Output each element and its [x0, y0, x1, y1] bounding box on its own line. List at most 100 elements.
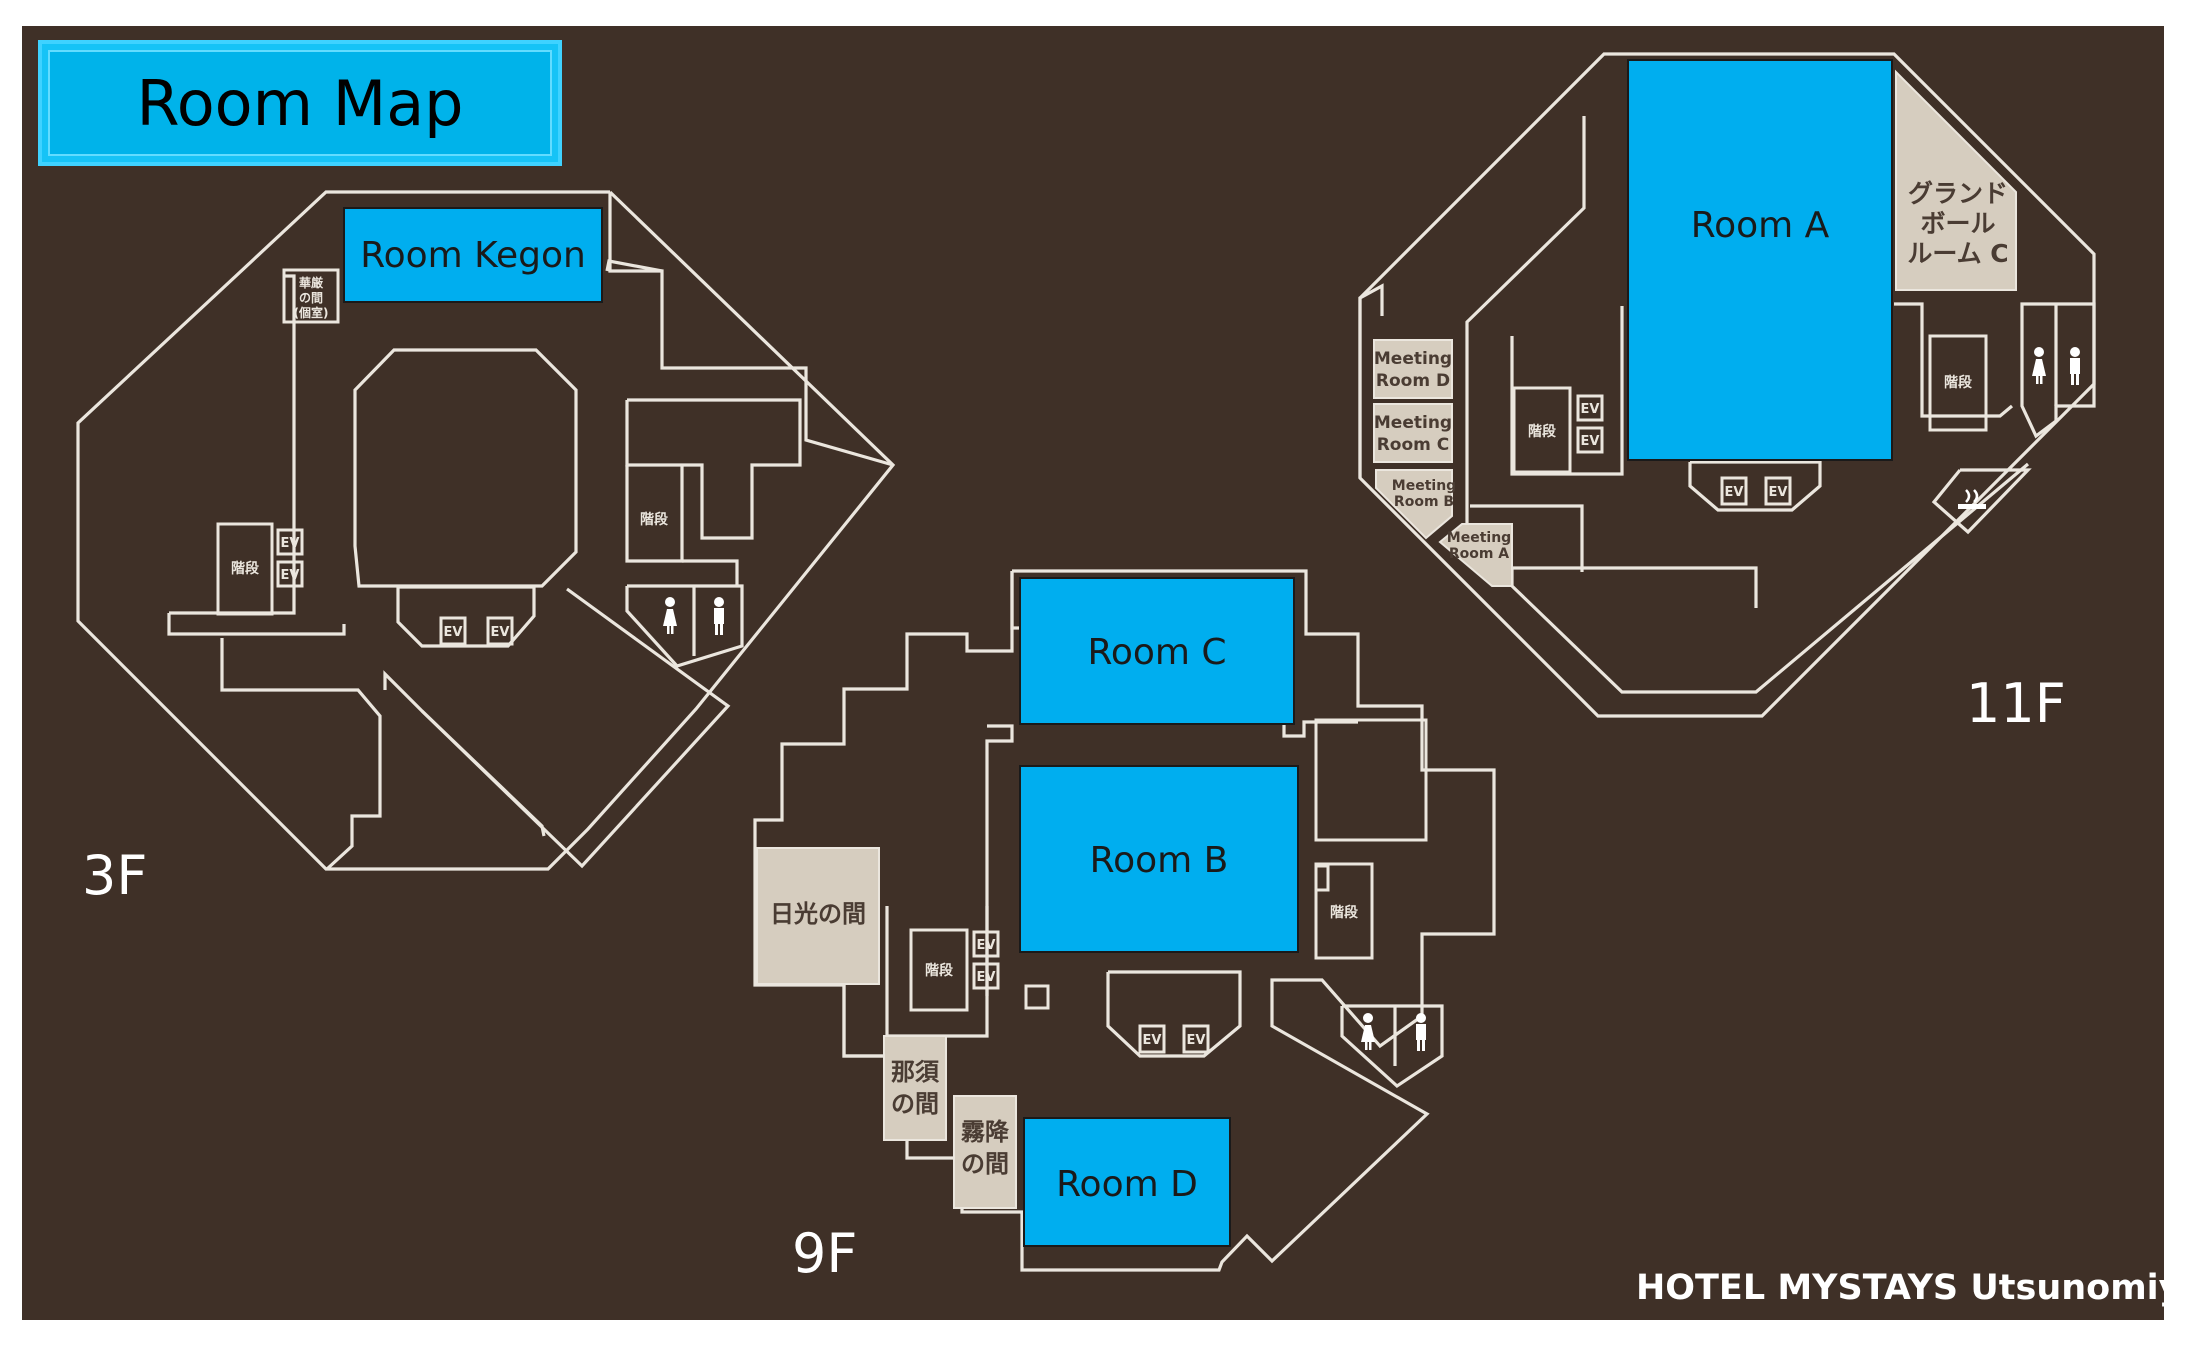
floor-3f-ev-lobby: [396, 585, 536, 648]
floor-9f: 階段 EV EV 階段 EV: [753, 569, 1496, 1285]
floor-3f: EV EV 階段 EV EV 階段 華厳 の間 (個室): [76, 190, 896, 907]
room-kegon-label: Room Kegon: [360, 235, 586, 276]
floor-3f-lower-room: [220, 638, 382, 871]
floor-3f-upper-corridor: [605, 259, 663, 273]
floor-3f-ev-lobby-1: [439, 616, 467, 646]
floor-11f-ev-lobby-2: [1764, 476, 1792, 506]
floor-9f-ev-label: EV: [1143, 1033, 1162, 1048]
floor-11f-stairs-center: [1512, 386, 1572, 474]
floor-3f-outline: [76, 190, 896, 871]
floor-3f-right-block: [625, 398, 802, 540]
floor-plans: EV EV 階段 EV EV 階段 華厳 の間 (個室): [76, 52, 2096, 1285]
floor-11f-ev-center-2: [1576, 426, 1604, 454]
floor-11f-outline: [1358, 52, 2096, 718]
floor-3f-ev-label: EV: [444, 625, 463, 640]
room-meeting-a[interactable]: [1438, 523, 1513, 587]
room-nasu-label: の間: [891, 1090, 939, 1118]
floor-11f-inner-left: [1358, 283, 1384, 478]
floor-9f-restrooms: [1340, 1004, 1444, 1089]
floor-3f-lower-corridor: [167, 613, 346, 636]
floor-11f-ev-lobby: [1688, 460, 1822, 512]
floor-3f-private-room-label: の間: [299, 291, 323, 305]
room-nasu[interactable]: [883, 1035, 947, 1141]
room-kirifuri-label: の間: [961, 1150, 1009, 1178]
floor-3f-ev-left-2: [276, 560, 304, 588]
room-c-label: Room C: [1087, 632, 1226, 673]
room-b-label: Room B: [1090, 840, 1229, 881]
floor-11f-stairs-right: [1928, 334, 1988, 432]
floor-3f-stairs-label: 階段: [640, 511, 668, 528]
room-meeting-b[interactable]: [1375, 469, 1453, 540]
floor-3f-restrooms: [625, 584, 744, 668]
floor-9f-inner-top: [1010, 571, 1358, 738]
floor-3f-hall: [353, 348, 578, 588]
room-nikko-label: 日光の間: [770, 900, 866, 928]
room-grand-ballroom-c-label: グランド: [1908, 179, 2008, 208]
room-a[interactable]: [1627, 59, 1893, 461]
room-kegon[interactable]: [343, 207, 603, 303]
floor-9f-outline: [753, 569, 1496, 1272]
map-board: EV EV 階段 EV EV 階段 華厳 の間 (個室): [22, 26, 2164, 1320]
room-d[interactable]: [1023, 1117, 1231, 1247]
room-meeting-a-label: Room A: [1449, 546, 1509, 562]
floor-3f-ev-label: EV: [491, 625, 510, 640]
floor-11f-stairs-label: 階段: [1528, 423, 1556, 440]
floor-3f-private-room-label: 華厳: [299, 275, 324, 290]
hotel-brand-label: HOTEL MYSTAYS Utsunomiya: [1636, 1268, 2185, 1308]
female-restroom-icon: [2032, 347, 2046, 384]
room-meeting-d[interactable]: [1373, 339, 1453, 399]
floor-9f-stairs-left: [909, 928, 969, 1012]
floor-9f-ev-left-1: [972, 930, 1000, 958]
floor-9f-right-room: [1314, 718, 1428, 842]
floor-11f-stairs-label: 階段: [1944, 374, 1972, 391]
male-restroom-icon: [714, 597, 724, 635]
floor-11f-ev-center-1: [1576, 394, 1604, 422]
floor-3f-private-room-label: (個室): [294, 305, 329, 320]
floor-11f-ev-label: EV: [1581, 434, 1600, 449]
female-restroom-icon: [663, 597, 677, 634]
floor-11f-ev-label: EV: [1725, 485, 1744, 500]
floor-11f-restrooms: [2020, 302, 2096, 439]
map-title-banner: Room Map: [38, 40, 562, 166]
room-b[interactable]: [1019, 765, 1299, 953]
room-grand-ballroom-c-label: ルーム C: [1907, 239, 2008, 268]
room-meeting-d-label: Room D: [1376, 371, 1450, 391]
floor-9f-stairs-right: [1314, 862, 1374, 960]
floor-11f-corridor: [1470, 504, 1584, 572]
floor-11f: グランド ボール ルーム C 階段: [1358, 52, 2096, 735]
floor-9f-ev-label: EV: [1187, 1033, 1206, 1048]
floor-9f-ev-lobby-1: [1138, 1024, 1166, 1054]
floor-3f-ev-lobby-2: [486, 616, 514, 646]
room-meeting-c-label: Room C: [1377, 435, 1450, 455]
floor-3f-private-room: [282, 268, 340, 324]
floor-9f-door-right: [1314, 864, 1330, 892]
male-restroom-icon: [2070, 347, 2080, 385]
room-c[interactable]: [1019, 577, 1295, 725]
room-grand-ballroom-c[interactable]: [1895, 69, 2017, 291]
floor-11f-right-block: [1894, 302, 2014, 418]
floor-9f-inner-left: [985, 724, 1014, 996]
room-meeting-d-label: Meeting: [1374, 349, 1452, 369]
floor-9f-ev-lobby: [1106, 970, 1242, 1058]
room-meeting-c-label: Meeting: [1374, 413, 1452, 433]
male-restroom-icon: [1416, 1013, 1426, 1051]
floor-3f-lower-room-2: [420, 709, 546, 837]
floor-3f-stairs-label: 階段: [231, 560, 259, 577]
room-grand-ballroom-c-label: ボール: [1920, 209, 1995, 238]
room-nikko[interactable]: [756, 847, 880, 985]
room-kirifuri[interactable]: [953, 1095, 1017, 1209]
floor-11f-ev-label: EV: [1769, 485, 1788, 500]
floor-3f-inner-wall: [608, 192, 894, 467]
room-meeting-b-label: Room B: [1394, 494, 1454, 510]
room-a-label: Room A: [1691, 205, 1830, 246]
floor-9f-ev-left-2: [972, 962, 1000, 990]
room-meeting-c[interactable]: [1373, 403, 1453, 463]
floor-9f-ev-label: EV: [977, 970, 996, 985]
floor-3f-stairs-left: [216, 522, 274, 616]
room-kirifuri-label: 霧降: [961, 1118, 1010, 1146]
floor-3f-stair-box: [625, 465, 684, 563]
floor-9f-stairs-label: 階段: [925, 962, 953, 979]
floor-11f-label: 11F: [1966, 672, 2066, 735]
room-nasu-label: 那須: [891, 1058, 940, 1086]
floor-9f-stairs-label: 階段: [1330, 904, 1358, 921]
